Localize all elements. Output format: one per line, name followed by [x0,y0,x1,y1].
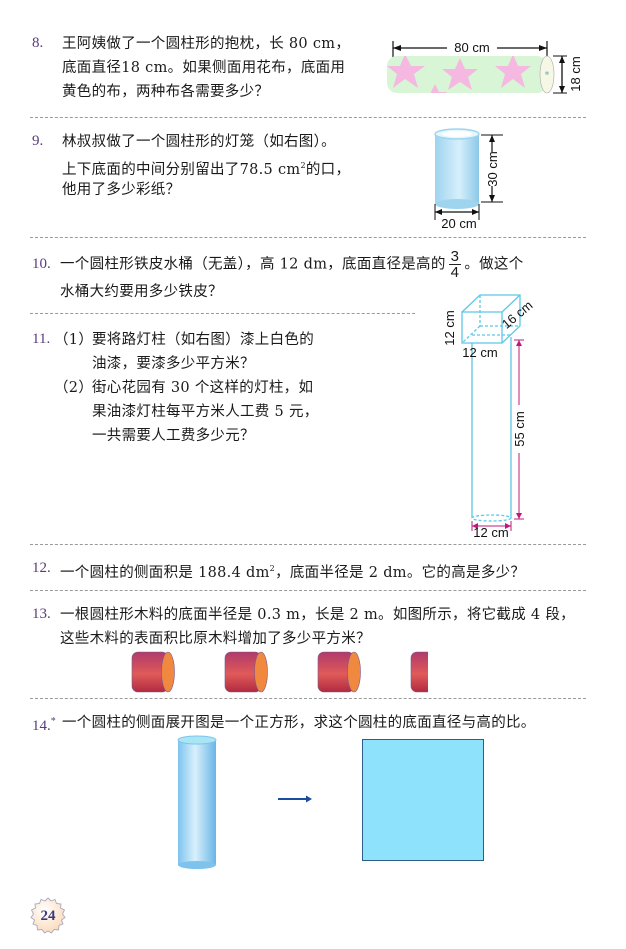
section-divider [30,698,586,699]
problem-text-line: 这些木料的表面积比原木料增加了多少平方米？ [60,631,371,647]
problem-text-line: 黄色的布，两种布各需要多少？ [62,84,270,100]
problem-text-line: 他用了多少彩纸？ [62,182,181,198]
section-divider [30,313,415,314]
problem-text-line: 林叔叔做了一个圆柱形的灯笼（如右图）。 [62,134,336,150]
svg-text:18 cm: 18 cm [568,56,583,91]
problem-text-line: 王阿姨做了一个圆柱形的抱枕，长 80 cm， [62,36,351,52]
problem-number: 8. [32,35,44,51]
section-divider [30,544,586,545]
section-divider [30,237,586,238]
part-label: （1） [54,332,94,348]
lamp-post-figure: 12 cm 16 cm 12 cm 55 cm 12 cm [430,285,560,540]
problem-number: 13. [32,606,51,622]
svg-text:30 cm: 30 cm [485,151,500,186]
section-divider [30,590,586,591]
arrow-right-icon [276,791,316,805]
problem-text-line: 一根圆柱形木料的底面半径是 0.3 m，长是 2 m。如图所示，将它截成 4 段… [60,607,575,623]
problem-text-line: 上下底面的中间分别留出了78.5 cm2的口， [62,161,351,178]
problem-text-line: 油漆，要漆多少平方米？ [92,356,255,372]
wood-segment [224,651,268,693]
svg-text:12 cm: 12 cm [462,345,497,360]
lantern-cylinder-figure: 30 cm 20 cm [425,122,535,232]
problem-text-line: 一共需要人工费多少元？ [92,428,255,444]
problem-number: 10. [32,256,51,272]
svg-text:12 cm: 12 cm [473,525,508,540]
pillow-cylinder-figure: 80 cm * 18 cm [385,36,585,106]
svg-text:20 cm: 20 cm [441,216,476,231]
problem-text-line: 底面直径18 cm。如果侧面用花布，底面用 [62,60,346,76]
problem-text-line: 水桶大约要用多少铁皮？ [60,284,223,300]
problem-number: 9. [32,133,44,149]
page-number: 24 [40,908,56,924]
problem-text-line: 一个圆柱的侧面展开图是一个正方形，求这个圆柱的底面直径与高的比。 [62,715,536,731]
wood-segments-figure [128,650,454,695]
problem-text-line: 要将路灯柱（如右图）漆上白色的 [92,332,314,348]
wood-segment [131,651,175,693]
wood-segment [317,651,361,693]
page-number-badge: 24 [28,896,68,936]
section-divider [30,117,586,118]
problem-number: 11. [32,331,51,347]
problem-text-line: 一个圆柱的侧面积是 188.4 dm2，底面半径是 2 dm。它的高是多少？ [60,564,526,581]
tall-cylinder-figure [170,732,230,872]
problem-text-line: 街心花园有 30 个这样的灯柱，如 [92,380,314,396]
wood-segment [410,651,454,693]
svg-text:80 cm: 80 cm [454,40,489,55]
svg-text:*: * [545,71,550,81]
svg-text:12 cm: 12 cm [442,310,457,345]
svg-text:55 cm: 55 cm [512,411,527,446]
part-label: （2） [54,380,94,396]
unrolled-square-figure [362,739,484,861]
problem-text-line: 果油漆灯柱每平方米人工费 5 元， [92,404,319,420]
problem-number: 12. [32,560,51,576]
problem-number: 14.* [32,716,56,734]
